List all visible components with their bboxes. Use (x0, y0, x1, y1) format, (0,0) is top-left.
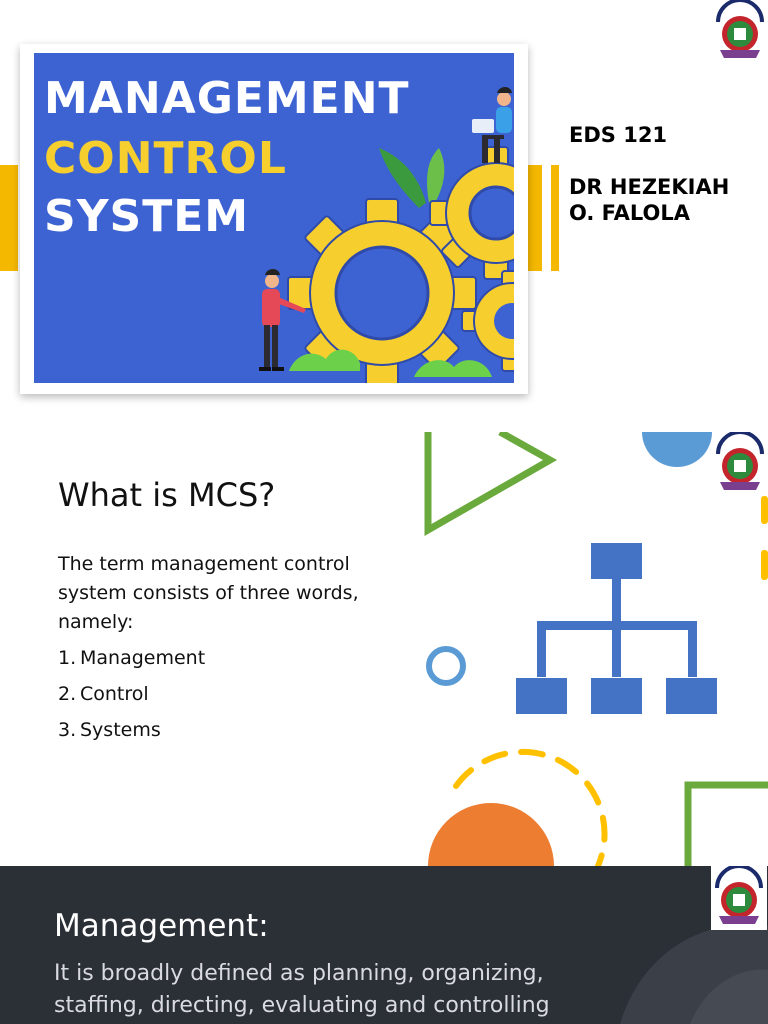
hero-title-line-1: MANAGEMENT (44, 73, 410, 124)
slide-intro: The term management control system consi… (58, 553, 359, 633)
slide-title: Management: (54, 908, 269, 944)
university-crest-icon (710, 866, 767, 930)
hero-title-line-3: SYSTEM (44, 191, 250, 242)
hero-illustration: MANAGEMENT CONTROL SYSTEM (34, 53, 514, 383)
hero-image-frame: MANAGEMENT CONTROL SYSTEM (20, 44, 528, 394)
grass-left (289, 349, 360, 371)
org-chart-icon (516, 543, 717, 714)
slide-title: What is MCS? (58, 476, 276, 514)
square-outline-icon (684, 781, 768, 866)
half-circle-icon (642, 432, 712, 467)
management-definition-slide: Management: It is broadly defined as pla… (0, 866, 768, 1024)
hero-title-line-2: CONTROL (44, 133, 287, 184)
course-code: EDS 121 (569, 123, 668, 147)
list-item: 2.Control (58, 683, 149, 705)
university-crest-icon (712, 0, 768, 64)
university-crest-icon (712, 432, 768, 496)
person-standing-icon (259, 269, 306, 371)
upper-gear-icon (429, 146, 514, 280)
orange-circle-icon (428, 803, 554, 866)
person-laptop-icon (472, 87, 512, 163)
large-gear-icon (287, 198, 477, 383)
lecturer-name: DR HEZEKIAH O. FALOLA (569, 175, 730, 225)
triangle-outline-icon (424, 432, 558, 537)
grass-right (414, 360, 492, 377)
mcs-words-list: 1.Management 2.Control 3.Systems (58, 640, 205, 748)
leaf-icon (379, 148, 445, 208)
lower-gear-icon (461, 270, 514, 372)
what-is-mcs-slide: What is MCS? The term management control… (0, 432, 768, 866)
title-slide: MANAGEMENT CONTROL SYSTEM (0, 0, 768, 432)
right-accent-bar-1 (528, 165, 542, 271)
right-accent-bar-2 (551, 165, 559, 271)
slide-body: It is broadly defined as planning, organ… (54, 961, 550, 1018)
gears-illustration (259, 87, 514, 383)
ring-icon (426, 646, 466, 686)
left-accent-bar (0, 165, 18, 271)
list-item: 3.Systems (58, 719, 161, 741)
dashed-arc-icon (453, 748, 608, 866)
list-item: 1.Management (58, 647, 206, 669)
background-texture (620, 924, 768, 1024)
course-info: EDS 121 DR HEZEKIAH O. FALOLA (569, 122, 749, 226)
